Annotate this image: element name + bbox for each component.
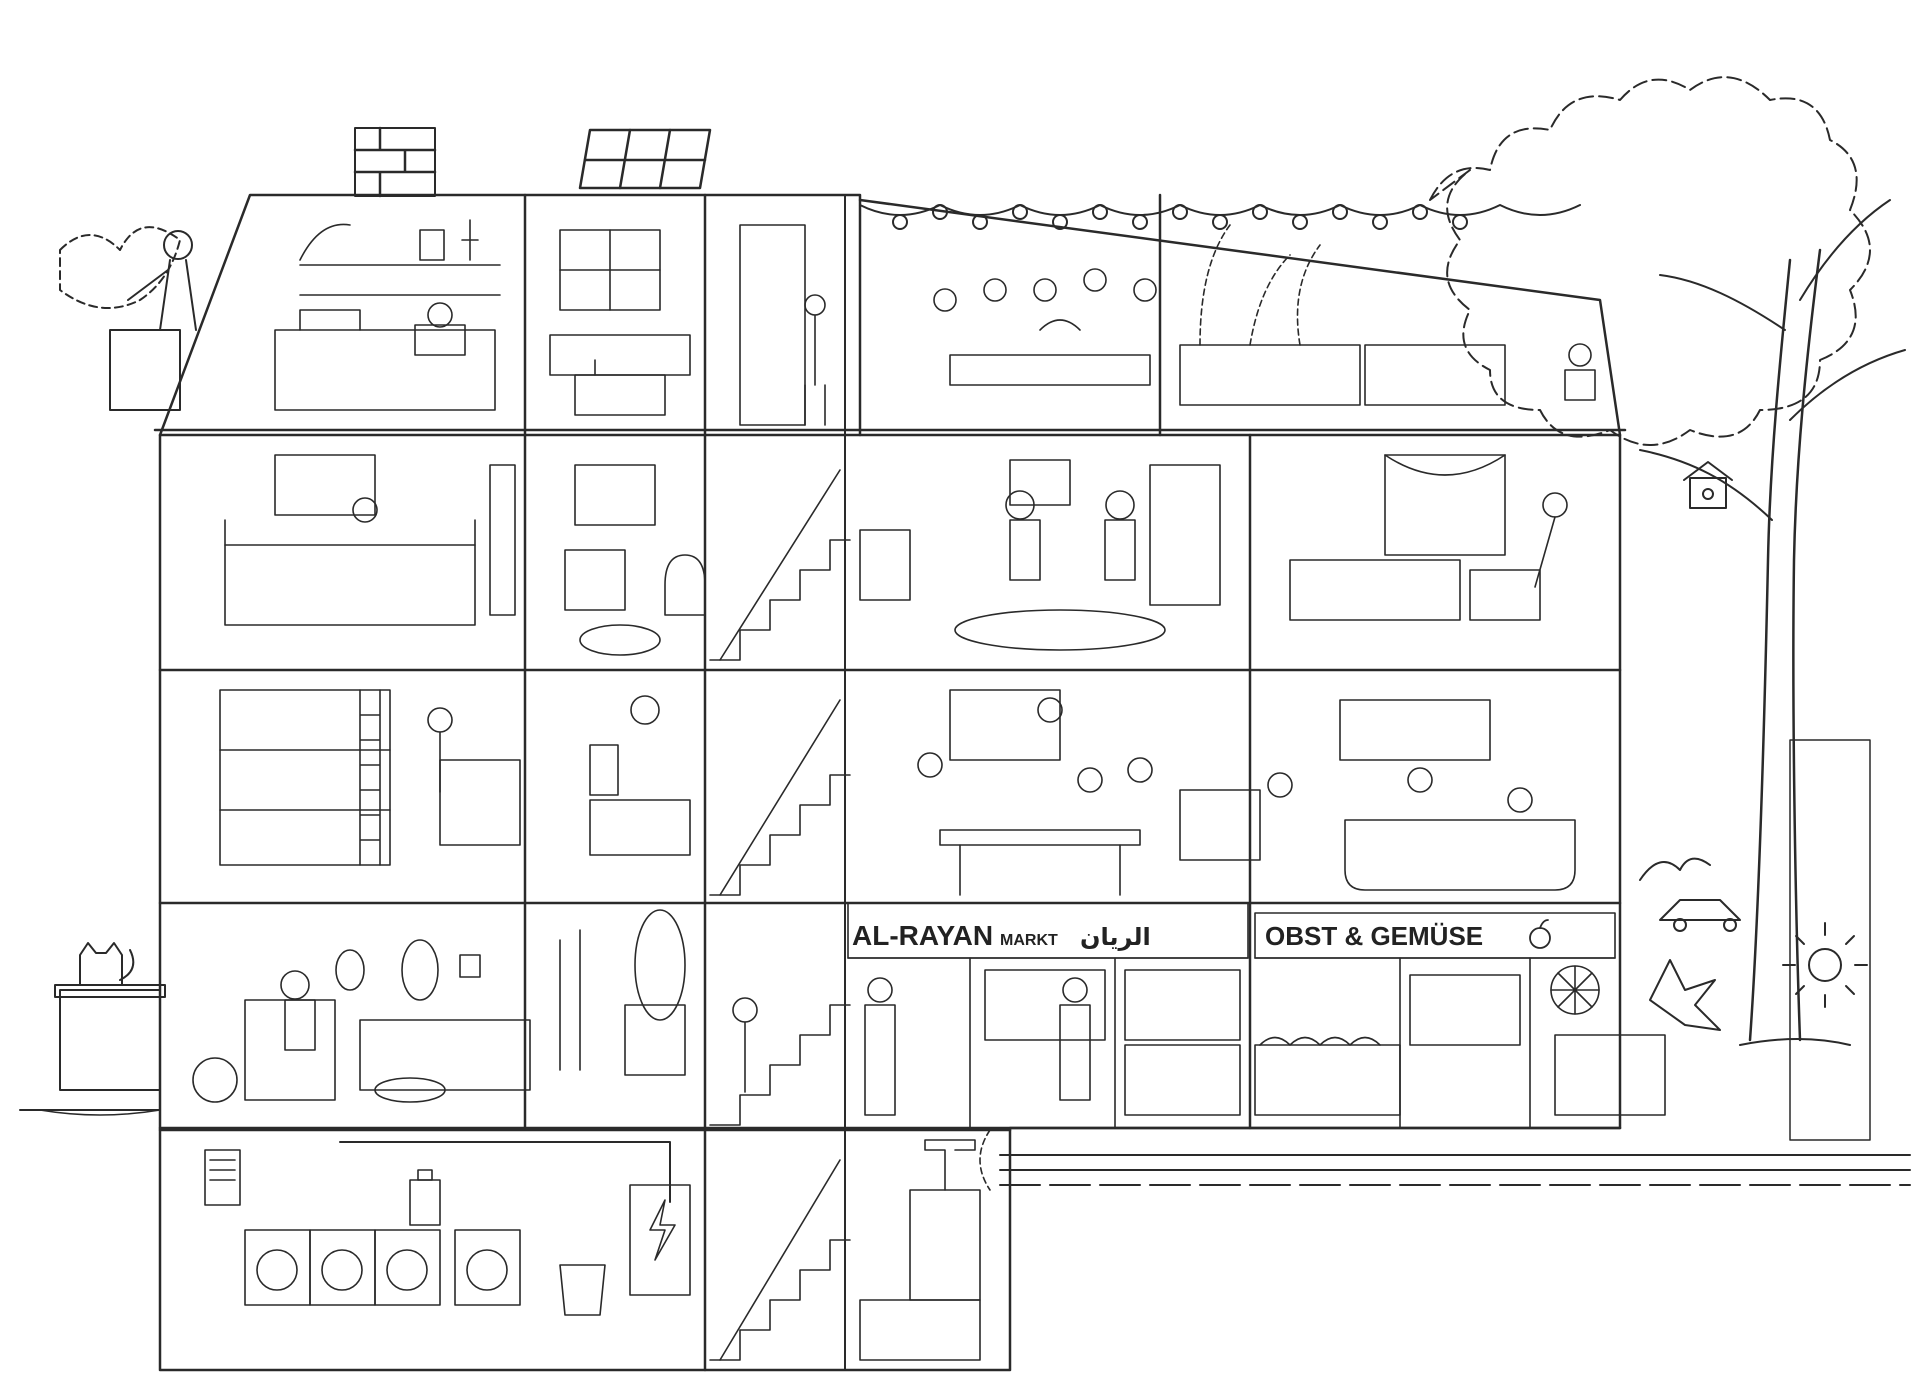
garden-wall-left [19, 942, 166, 1111]
living-room-third-floor [859, 459, 1221, 651]
string-lights [859, 204, 1581, 230]
family-kitchen [917, 689, 1293, 896]
market-sign-word: MARKT [1000, 932, 1058, 949]
family-members [917, 697, 1293, 798]
street [999, 739, 1911, 1186]
left-balcony-planter [59, 226, 197, 411]
car-chalk-drawing-icon [1659, 899, 1741, 932]
birdhouse [1683, 461, 1733, 509]
shopper-with-basket [1059, 977, 1091, 1101]
ground-hallway [559, 909, 686, 1076]
garden-edge [39, 1109, 161, 1116]
small-bedroom-second-floor [589, 695, 691, 856]
attic-stair-landing [739, 224, 826, 426]
laundry-basket-icon [559, 1264, 606, 1316]
man-reading-in-armchair [280, 970, 316, 1051]
electrical-panel [629, 1184, 691, 1296]
light-bulbs [892, 204, 1468, 230]
bedroom-third-floor [224, 454, 516, 626]
apple-icon [1529, 919, 1551, 949]
tree-canopy [1429, 76, 1871, 446]
man-with-teapot [1104, 490, 1136, 581]
person-at-door [804, 294, 826, 426]
roof-terrace-party [933, 268, 1157, 386]
produce-crates [1259, 1036, 1381, 1046]
ground-living-room [192, 939, 531, 1103]
girl-at-aquarium [427, 707, 453, 793]
woman-with-mug [1005, 490, 1041, 581]
attic-kitchen [549, 229, 691, 416]
girl-on-chair [1534, 492, 1568, 588]
street-tree [1429, 76, 1906, 1046]
stairwell-second-floor [709, 699, 851, 896]
attic-bedroom-study [274, 219, 501, 411]
kid-with-teddy [732, 997, 758, 1093]
boiler-room [859, 1129, 991, 1361]
stairwell-third-floor [709, 469, 851, 661]
ground-stairwell [709, 997, 851, 1126]
man-reading-newspaper [414, 302, 466, 356]
greengrocer-sign: OBST & GEMÜSE [1265, 921, 1483, 951]
al-rayan-market [847, 902, 1249, 1129]
bird-chalk-drawing-icon [1639, 857, 1711, 881]
basement-stairwell [709, 1159, 851, 1361]
sleeping-dog-icon [374, 1077, 446, 1103]
cat-on-wall-icon [79, 942, 135, 986]
child-with-watering-can [1564, 343, 1596, 401]
greengrocer [1254, 912, 1666, 1129]
roof-garden [1179, 224, 1596, 406]
bathroom-with-bath [1339, 699, 1576, 891]
market-sign-name: AL-RAYAN [852, 920, 993, 951]
person-watering-plants [127, 230, 197, 331]
house-structure [153, 126, 1627, 1372]
sun-chalk-drawing-icon [1782, 922, 1868, 1008]
star-chalk-drawing-icon [1649, 959, 1721, 1031]
kids-bunk-room [219, 689, 521, 866]
detergent-bottle-icon [409, 1169, 441, 1226]
bathroom-third-floor [564, 464, 706, 656]
laundry-room [204, 1141, 691, 1316]
market-sign-arabic: الريان [1080, 923, 1151, 951]
reading-bedroom-third-floor [1289, 454, 1568, 621]
lightning-bolt-icon [649, 1199, 676, 1261]
shopkeeper [864, 977, 896, 1116]
